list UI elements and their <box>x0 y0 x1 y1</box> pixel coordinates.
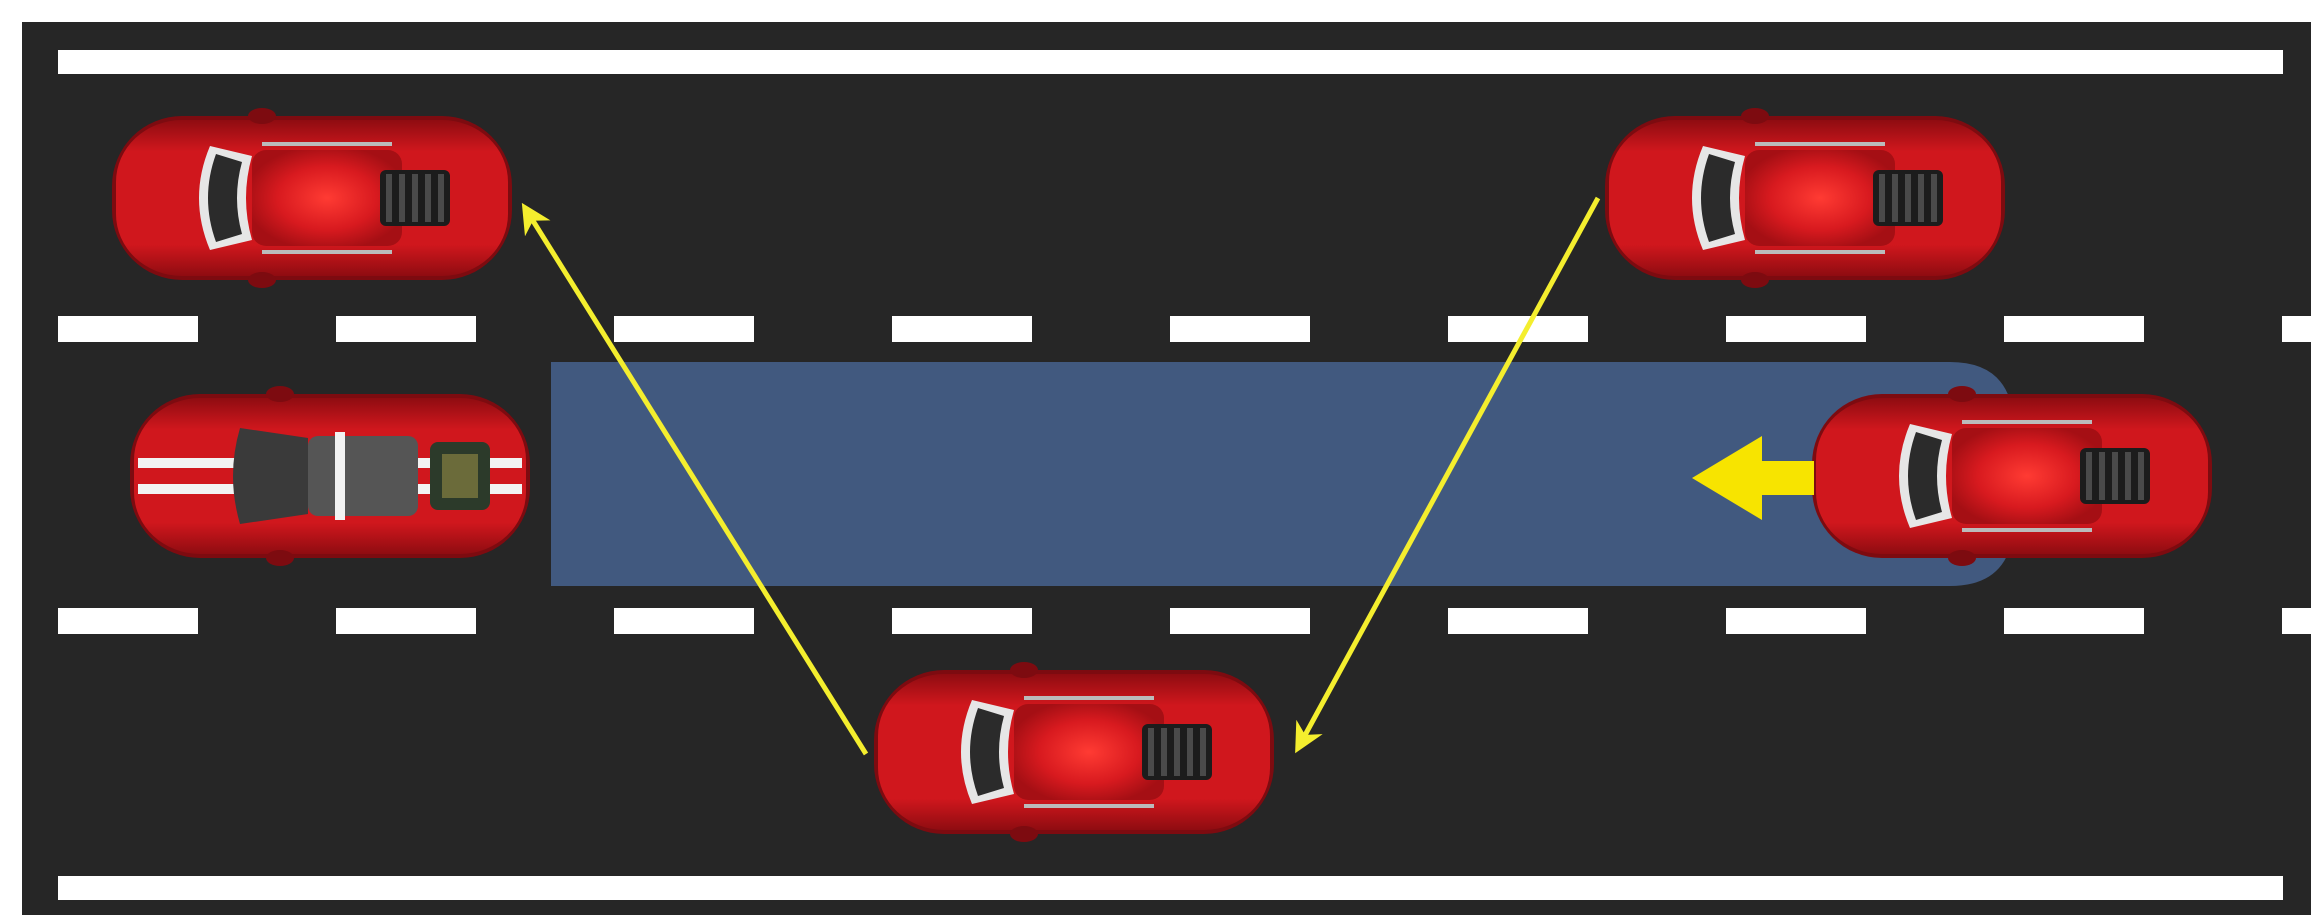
lane-dash <box>58 316 198 342</box>
lane-dash <box>1448 608 1588 634</box>
lane-dash <box>336 316 476 342</box>
lane-dash <box>892 608 1032 634</box>
lane-dash <box>1170 608 1310 634</box>
lane-dash <box>2282 316 2311 342</box>
lane-dash <box>1170 316 1310 342</box>
lane-dash <box>892 316 1032 342</box>
red-car-icon <box>112 108 512 288</box>
lane-dash <box>336 608 476 634</box>
road-edge-line-bottom <box>58 876 2283 900</box>
lane-dash <box>614 608 754 634</box>
ego-vehicle-icon <box>130 386 530 566</box>
lane-dash <box>1726 608 1866 634</box>
lane-dash <box>1726 316 1866 342</box>
red-car-icon <box>874 662 1274 842</box>
lane-dash <box>1448 316 1588 342</box>
red-car-icon <box>1812 386 2212 566</box>
lane-dash <box>58 608 198 634</box>
red-car-icon <box>1605 108 2005 288</box>
lane-dash <box>2282 608 2311 634</box>
lane-dash <box>2004 608 2144 634</box>
lane-dash <box>614 316 754 342</box>
road-edge-line-top <box>58 50 2283 74</box>
lane-dash <box>2004 316 2144 342</box>
